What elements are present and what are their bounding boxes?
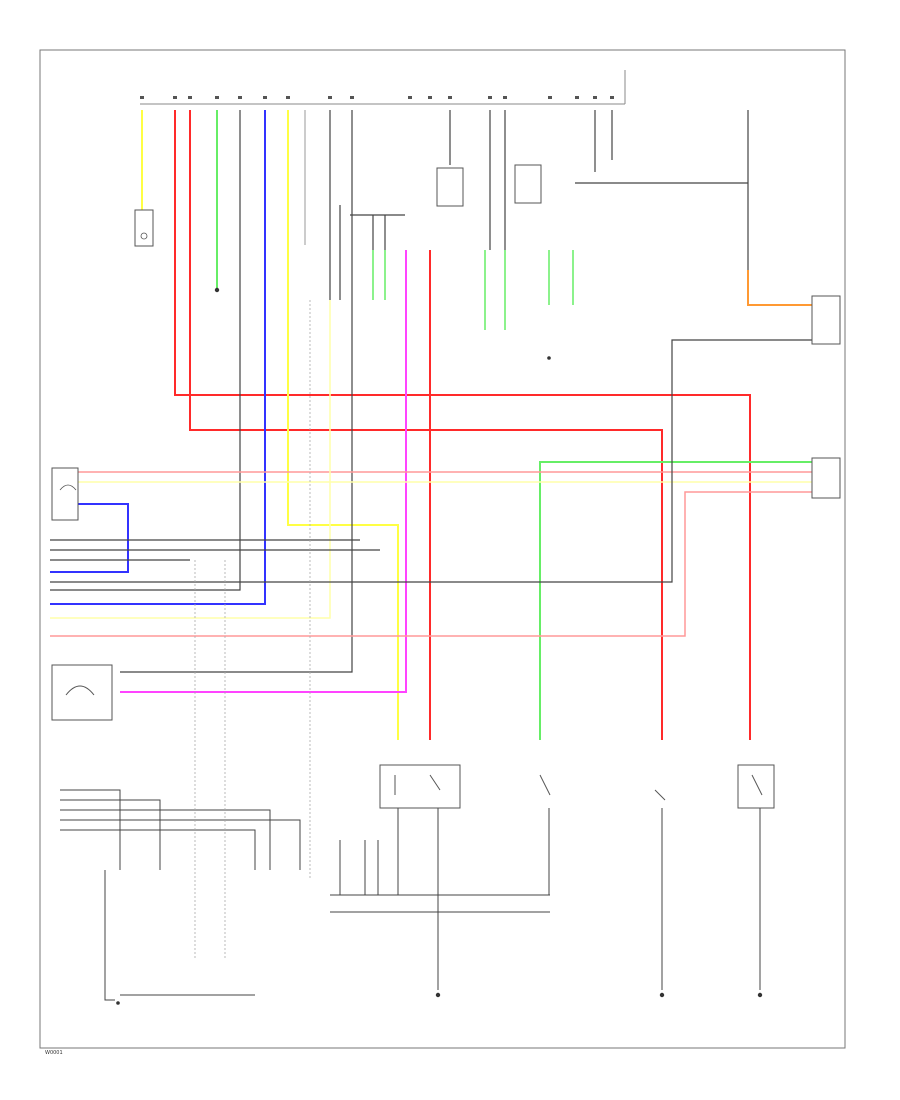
connector-pin-icon bbox=[140, 96, 614, 99]
component-switch-left-lower bbox=[51, 664, 113, 721]
wire-green-2 bbox=[372, 250, 386, 300]
component-connector-mid-right bbox=[811, 457, 841, 499]
wire-red-1 bbox=[174, 110, 751, 740]
wire-black-3 bbox=[50, 110, 812, 583]
component-relay-top bbox=[436, 167, 464, 207]
diagram-id: W0001 bbox=[45, 1050, 63, 1056]
ground-symbol-icon bbox=[116, 287, 763, 1005]
wire-pink bbox=[50, 471, 812, 637]
component-switch-right bbox=[737, 764, 775, 809]
component-switch-green bbox=[539, 774, 551, 796]
main-connector-bar bbox=[140, 70, 626, 105]
component-switch-far-right bbox=[654, 789, 666, 801]
wire-yellow-mid bbox=[287, 110, 399, 740]
wire-magenta bbox=[120, 250, 407, 693]
component-relay-box-center bbox=[379, 764, 461, 809]
wire-orange bbox=[747, 270, 812, 306]
component-sensor-top-left bbox=[134, 209, 154, 247]
wire-green-long bbox=[539, 461, 812, 740]
component-connector-right bbox=[811, 295, 841, 345]
wire-green-3 bbox=[484, 250, 574, 330]
wire-light-yellow bbox=[50, 300, 812, 619]
diagram-frame bbox=[39, 49, 846, 1049]
wire-blue bbox=[50, 110, 266, 605]
component-switch-left-upper bbox=[51, 467, 79, 521]
wire-black-2 bbox=[120, 110, 353, 673]
wire-black-1 bbox=[50, 110, 241, 591]
wire-dashed-gray bbox=[194, 300, 311, 960]
wire-red-2 bbox=[189, 110, 663, 740]
component-relay-top-right bbox=[514, 164, 542, 204]
wire-bottom-section bbox=[60, 789, 761, 1001]
